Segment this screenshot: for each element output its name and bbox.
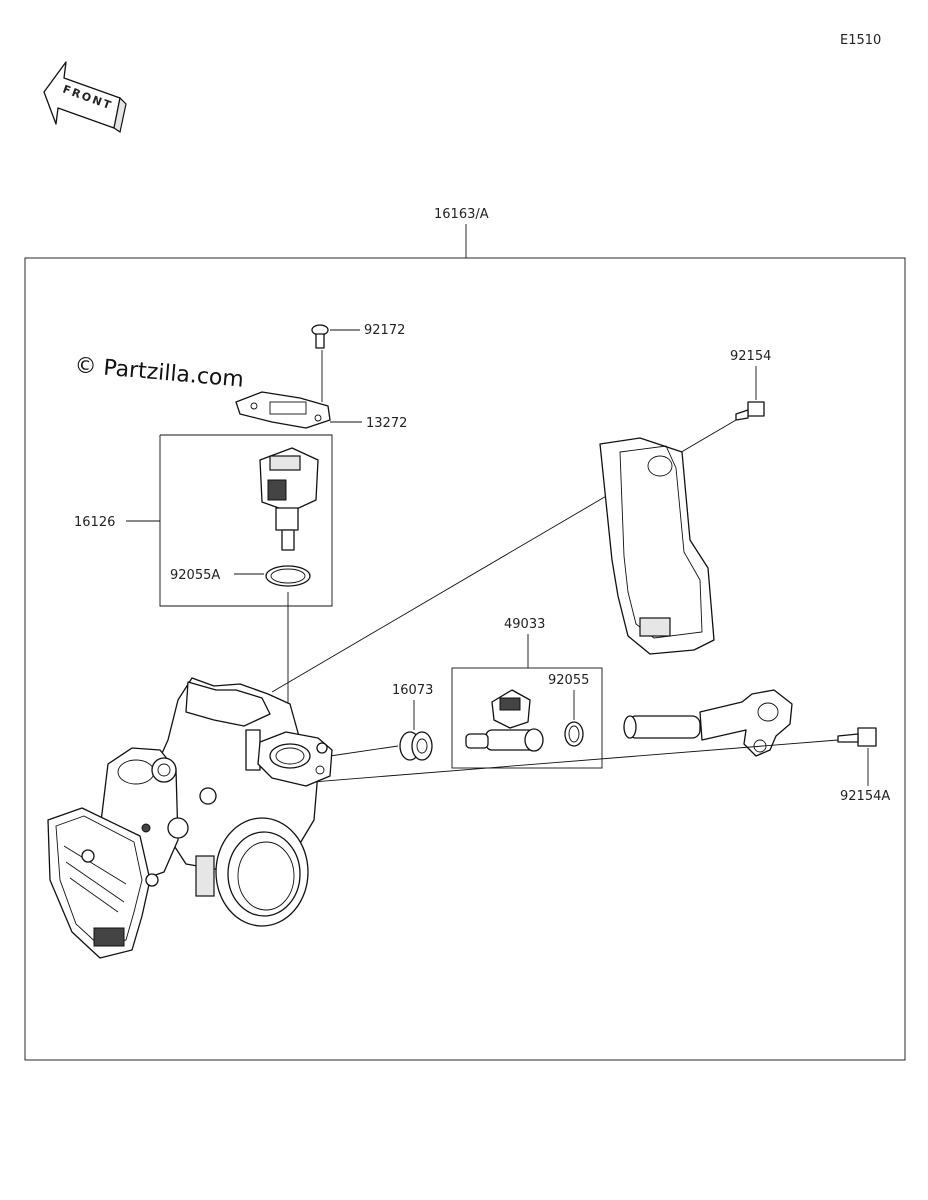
sensor-group-box [159, 434, 333, 607]
watermark: © Partzilla.com [73, 353, 244, 393]
label-seal: 16073 [392, 683, 433, 698]
label-o-ring-a: 92055A [170, 568, 220, 583]
plate-13272 [235, 391, 331, 429]
label-assembly: 16163/A [434, 207, 489, 222]
front-arrow-icon: FRONT [43, 61, 127, 133]
o-ring-92055 [564, 721, 584, 747]
screw-92172 [311, 324, 329, 349]
bolt-92154a [837, 727, 877, 747]
sensor-16126 [259, 447, 319, 551]
seal-16073 [399, 731, 433, 761]
injector-group-box [451, 667, 603, 769]
label-o-ring: 92055 [548, 673, 589, 688]
throttle-body [47, 677, 333, 959]
label-plate: 13272 [366, 416, 407, 431]
label-screw: 92172 [364, 323, 405, 338]
label-sensor-group: 16126 [74, 515, 115, 530]
diagram-code: E1510 [840, 33, 881, 48]
cover-bracket [599, 437, 715, 655]
label-bolt-side: 92154A [840, 789, 890, 804]
bolt-92154 [735, 401, 765, 421]
fuel-pipe [623, 689, 793, 757]
injector-49033 [465, 689, 544, 752]
leader-seal-line [329, 745, 399, 757]
assembly-frame [24, 257, 906, 1061]
label-bolt-top: 92154 [730, 349, 771, 364]
label-injector-group: 49033 [504, 617, 545, 632]
